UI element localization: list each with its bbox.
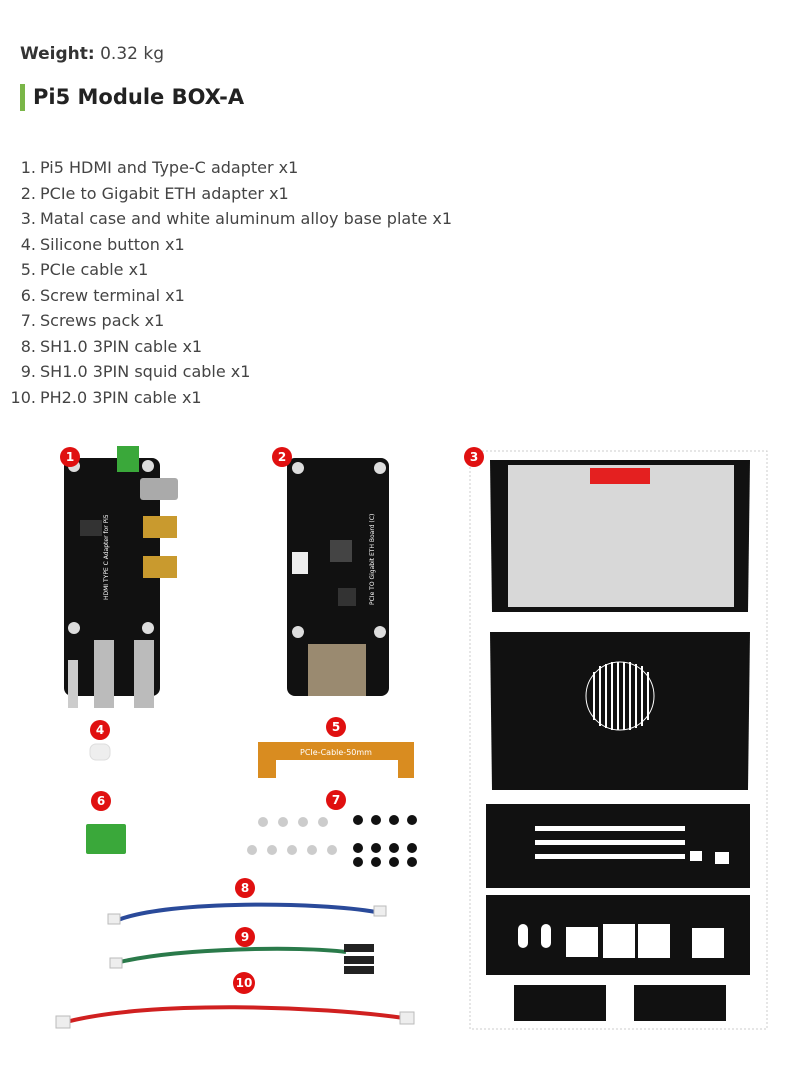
list-item-number: 2.	[20, 183, 36, 203]
pcie-cable-label: PCIe-Cable-50mm	[300, 748, 372, 757]
sh10-3pin-cable	[107, 902, 387, 925]
list-item: 2.PCIe to Gigabit ETH adapter x1	[0, 181, 452, 207]
list-item-number: 4.	[20, 234, 36, 254]
title-accent-bar	[20, 84, 25, 111]
silicone-button	[89, 743, 111, 761]
section-title: Pi5 Module BOX-A	[33, 85, 245, 109]
list-item-number: 6.	[20, 285, 36, 305]
list-item-text: PCIe cable x1	[40, 260, 149, 279]
list-item: 9.SH1.0 3PIN squid cable x1	[0, 359, 452, 385]
list-item-number: 10.	[10, 387, 36, 407]
badge-7-label: 7	[332, 793, 340, 807]
screw-terminal	[86, 824, 126, 854]
weight-value: 0.32 kg	[100, 44, 165, 64]
list-item: 6.Screw terminal x1	[0, 283, 452, 309]
badge-10: 10	[233, 972, 255, 994]
badge-2-label: 2	[278, 450, 286, 464]
badge-4: 4	[90, 720, 110, 740]
list-item-text: SH1.0 3PIN cable x1	[40, 336, 203, 356]
list-item-number: 8.	[20, 336, 36, 356]
badge-9: 9	[235, 927, 255, 947]
board1-silk-label: HDMI TYPE C Adapter for Pi5	[103, 514, 110, 600]
badge-3-label: 3	[470, 450, 478, 464]
fan-grill	[593, 662, 649, 730]
package-contents-figure: HDMI TYPE C Adapter for Pi5 PCIe TO Giga…	[55, 446, 768, 1030]
badge-1: 1	[60, 447, 80, 467]
metal-case-panels	[469, 450, 768, 1030]
badge-8: 8	[235, 878, 255, 898]
list-item: 8.SH1.0 3PIN cable x1	[0, 334, 452, 360]
list-item: 10.PH2.0 3PIN cable x1	[0, 385, 452, 411]
badge-6-label: 6	[97, 794, 105, 808]
hdmi-typec-adapter-board: HDMI TYPE C Adapter for Pi5	[64, 446, 178, 708]
badge-4-label: 4	[96, 723, 104, 737]
list-item-number: 7.	[20, 311, 36, 330]
badge-6: 6	[91, 791, 111, 811]
list-item-number: 3.	[20, 209, 36, 228]
badge-3: 3	[464, 447, 484, 467]
badge-8-label: 8	[241, 881, 249, 895]
pcie-cable: PCIe-Cable-50mm	[258, 742, 414, 778]
list-item-text: Screws pack x1	[40, 311, 165, 330]
list-item-text: PH2.0 3PIN cable x1	[40, 387, 202, 407]
badge-7: 7	[326, 790, 346, 810]
badge-5: 5	[326, 717, 346, 737]
pcie-eth-adapter-board: PCIe TO Gigabit ETH Board (C)	[287, 458, 389, 696]
list-item-text: SH1.0 3PIN squid cable x1	[40, 362, 251, 381]
list-item: 1.Pi5 HDMI and Type-C adapter x1	[0, 155, 452, 181]
list-item-number: 5.	[20, 260, 36, 279]
ph20-3pin-cable	[55, 1005, 415, 1029]
badge-10-label: 10	[236, 976, 253, 990]
screws-pack	[247, 815, 417, 867]
weight-label: Weight:	[20, 44, 95, 64]
list-item-text: Screw terminal x1	[40, 285, 185, 305]
list-item-number: 9.	[20, 362, 36, 381]
badge-2: 2	[272, 447, 292, 467]
weight-line: Weight: 0.32 kg	[20, 44, 164, 64]
list-item-number: 1.	[20, 158, 36, 177]
board2-silk-label: PCIe TO Gigabit ETH Board (C)	[369, 514, 376, 605]
list-item: 3.Matal case and white aluminum alloy ba…	[0, 206, 452, 232]
badge-9-label: 9	[241, 930, 249, 944]
list-item: 4.Silicone button x1	[0, 232, 452, 258]
sh10-3pin-squid-cable	[109, 944, 374, 974]
badge-1-label: 1	[66, 450, 74, 464]
list-item-text: Matal case and white aluminum alloy base…	[40, 209, 453, 228]
list-item-text: Pi5 HDMI and Type-C adapter x1	[40, 158, 299, 177]
list-item: 5.PCIe cable x1	[0, 257, 452, 283]
list-item: 7.Screws pack x1	[0, 308, 452, 334]
list-item-text: Silicone button x1	[40, 234, 185, 254]
package-contents-list: 1.Pi5 HDMI and Type-C adapter x1 2.PCIe …	[0, 155, 453, 411]
badge-5-label: 5	[332, 720, 340, 734]
list-item-text: PCIe to Gigabit ETH adapter x1	[40, 183, 289, 203]
